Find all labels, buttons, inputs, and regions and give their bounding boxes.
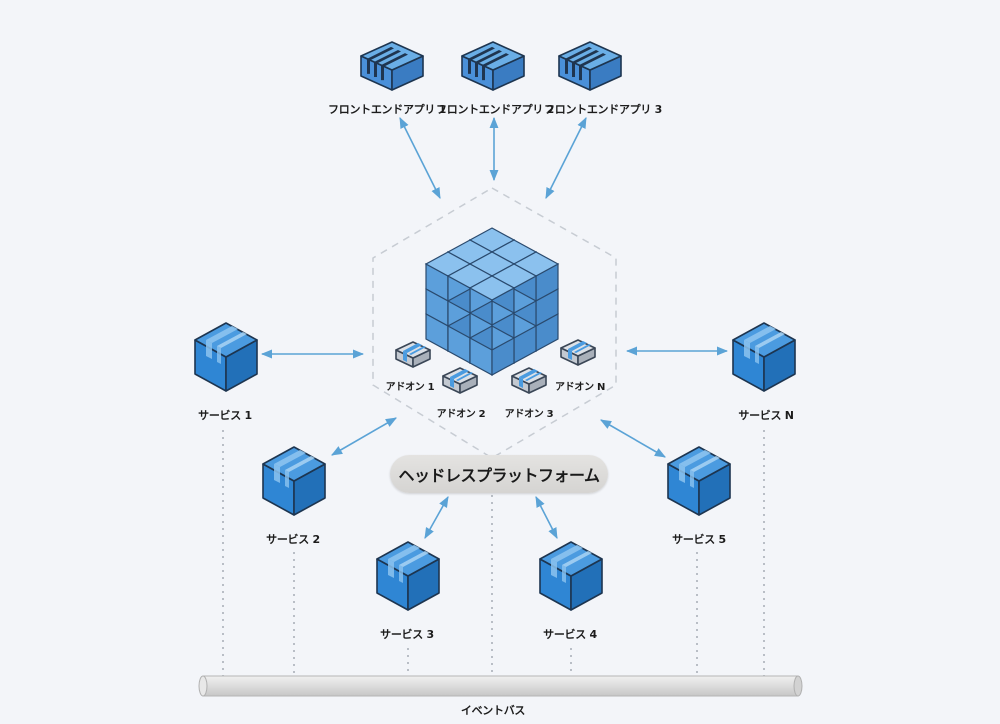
headless-platform-pill: ヘッドレスプラットフォーム — [390, 455, 608, 493]
service-label-3: サービス 3 — [380, 628, 434, 641]
service-label-5: サービス 5 — [672, 533, 726, 546]
service-1-icon — [194, 322, 258, 392]
frontend-2-icon — [461, 41, 525, 91]
addon-label-2: アドオン 2 — [436, 409, 486, 420]
service-n-icon — [732, 322, 796, 392]
service-5-icon — [667, 446, 731, 516]
frontend-label-1: フロントエンドアプリ 1 — [328, 103, 446, 116]
event-bus — [198, 675, 803, 697]
service-label-4: サービス 4 — [543, 628, 597, 641]
addon-label-1: アドオン 1 — [385, 382, 435, 393]
arrow-service-3 — [424, 496, 449, 539]
core-cube-block — [469, 336, 515, 377]
frontend-label-3: フロントエンドアプリ 3 — [544, 103, 662, 116]
arrow-service-4 — [535, 496, 558, 539]
frontend-label-2: フロントエンドアプリ 2 — [436, 103, 554, 116]
addon-label-n: アドオン N — [554, 382, 606, 393]
event-bus-links — [222, 430, 765, 676]
service-3-icon — [376, 541, 440, 611]
arrow-service-5 — [600, 419, 666, 458]
service-4-icon — [539, 541, 603, 611]
frontend-1-icon — [360, 41, 424, 91]
arrow-frontend-3 — [545, 116, 587, 200]
service-label-1: サービス 1 — [198, 409, 252, 422]
arrow-service-2 — [331, 417, 397, 456]
addon-2-icon — [442, 367, 478, 394]
addon-1-icon — [395, 341, 431, 368]
core-cube-icon — [424, 227, 560, 377]
event-bus-label: イベントバス — [460, 704, 526, 717]
arrow-frontend-1 — [399, 116, 441, 200]
frontend-3-icon — [558, 41, 622, 91]
service-2-icon — [262, 446, 326, 516]
addon-3-icon — [511, 367, 547, 394]
service-label-2: サービス 2 — [266, 533, 320, 546]
addon-label-3: アドオン 3 — [504, 409, 554, 420]
addon-n-icon — [560, 339, 596, 366]
platform-boundary-hexagon — [372, 187, 617, 459]
service-label-n: サービス N — [738, 409, 794, 422]
connection-arrows — [260, 116, 729, 539]
